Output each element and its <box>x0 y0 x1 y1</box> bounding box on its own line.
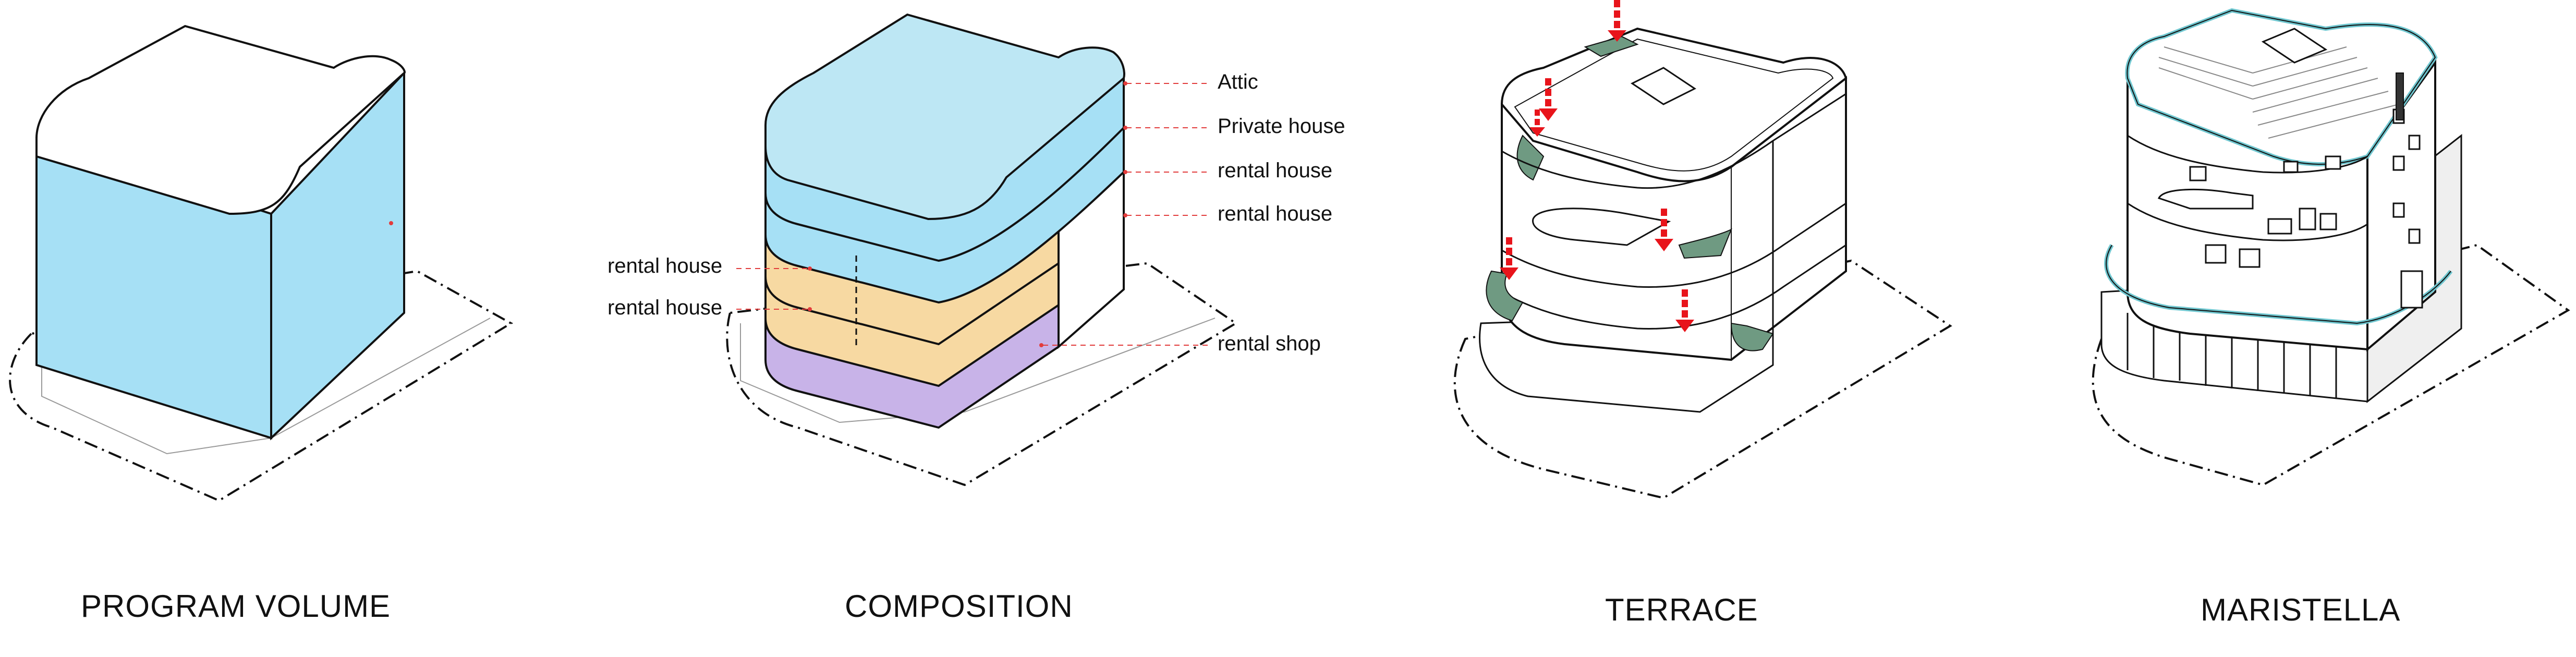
roof-inner <box>1514 38 1834 172</box>
floor-line-1 <box>2127 135 2368 174</box>
upper-terrace-green <box>1516 135 1545 181</box>
roof-deck <box>2158 46 2399 139</box>
arrow-upper-left-terrace <box>1529 110 1545 137</box>
maristella-diagram <box>2092 8 2570 486</box>
panel-composition: Attic Private house rental house rental … <box>600 0 1408 657</box>
lower-terrace-green <box>1486 270 1524 322</box>
roof-skylight <box>2261 28 2328 64</box>
label-rental-house-upper-1: rental house <box>1218 159 1333 182</box>
site-boundary <box>1453 259 1952 500</box>
entrance-door <box>2400 270 2423 309</box>
label-private-house: Private house <box>1218 115 1345 138</box>
caption-program-volume: PROGRAM VOLUME <box>81 589 391 624</box>
windows <box>2189 108 2421 268</box>
volume-top-face <box>35 25 406 215</box>
floor-line-2 <box>2127 202 2368 241</box>
site-boundary <box>726 262 1238 486</box>
lower-balcony-rail-inner <box>2106 245 2451 324</box>
roof-terrace-green <box>1584 35 1639 57</box>
lower-right-terrace <box>1730 322 1774 351</box>
site-inner-outline <box>41 318 491 455</box>
arrow-upper-terrace <box>1539 78 1558 121</box>
floor-band-3 <box>1501 244 1846 330</box>
panel-program-volume: PROGRAM VOLUME <box>0 0 626 657</box>
caption-terrace: TERRACE <box>1605 592 1758 627</box>
arrow-mid-terrace <box>1655 209 1673 251</box>
caption-maristella: MARISTELLA <box>2201 592 2401 627</box>
site-boundary <box>9 270 513 502</box>
leader-dot <box>389 221 393 225</box>
vertical-slot-window <box>2396 72 2404 120</box>
label-rental-shop: rental shop <box>1218 332 1321 355</box>
site-inner-outline <box>740 318 1216 423</box>
mid-balcony <box>2157 188 2254 210</box>
caption-composition: COMPOSITION <box>845 589 1073 624</box>
label-rental-house-left-2: rental house <box>607 296 723 319</box>
label-rental-house-upper-2: rental house <box>1218 202 1333 225</box>
label-attic: Attic <box>1218 70 1258 93</box>
arrow-lower-left-terrace <box>1500 237 1518 280</box>
mid-terrace-cut <box>1532 208 1671 246</box>
roof-skylight <box>1631 67 1696 105</box>
roof-parapet-line <box>2127 9 2436 165</box>
panel-terrace: TERRACE <box>1408 0 1982 657</box>
mid-terrace-green <box>1678 228 1732 259</box>
terrace-diagram <box>1453 0 1952 500</box>
layer-attic-top <box>764 13 1125 221</box>
site-boundary <box>2092 244 2570 486</box>
label-rental-house-left-1: rental house <box>607 254 723 277</box>
program-volume-diagram <box>9 25 513 502</box>
floor-band-1 <box>1501 93 1846 189</box>
arrow-lower-right-terrace <box>1675 289 1694 332</box>
floor-band-2 <box>1501 202 1846 288</box>
composition-diagram <box>726 13 1238 486</box>
volume-right-face <box>270 70 405 441</box>
arrow-roof <box>1608 0 1626 42</box>
panel-maristella: MARISTELLA <box>2034 0 2576 657</box>
